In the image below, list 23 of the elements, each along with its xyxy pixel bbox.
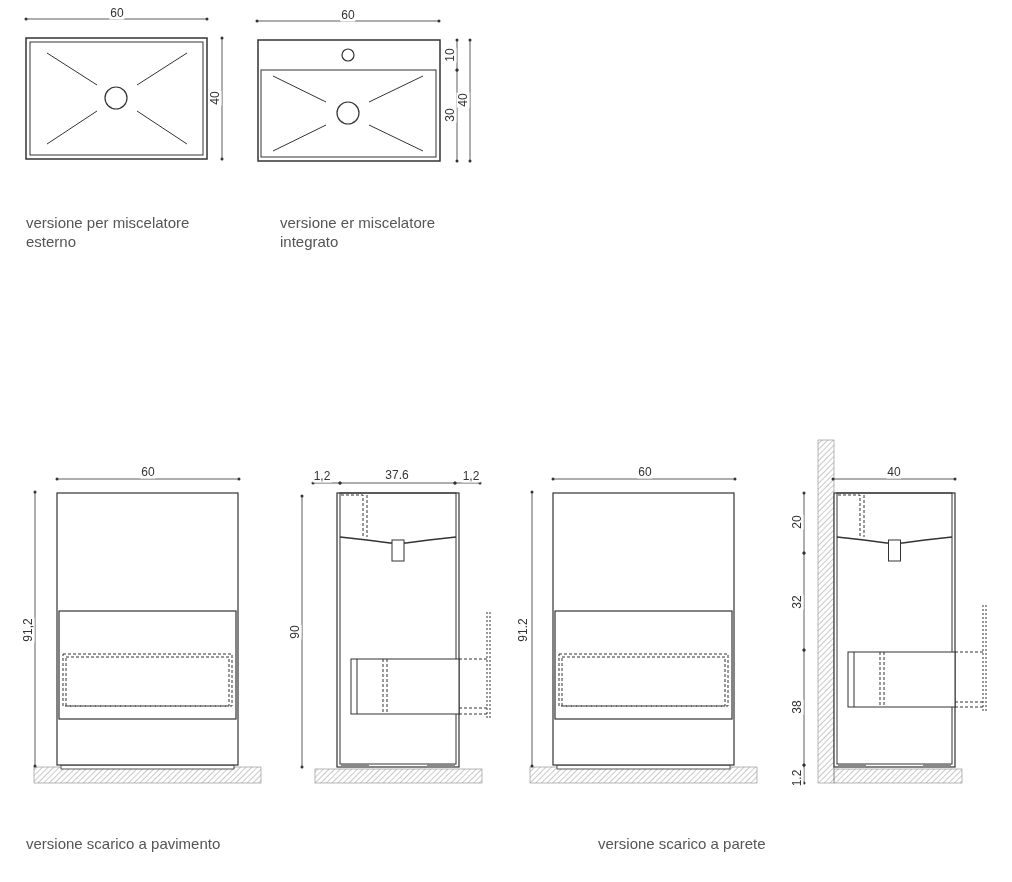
dimension-value: 91,2 — [21, 617, 35, 643]
dimension-value: 90 — [288, 624, 302, 640]
dimension-value: 91.2 — [516, 617, 530, 643]
dimension-value: 40 — [886, 465, 902, 479]
dimension-value: 37.6 — [384, 468, 410, 482]
dimension-value: 40 — [456, 92, 470, 108]
dimension-value: 10 — [443, 47, 457, 63]
dimension-value: 40 — [208, 90, 222, 106]
dimension-value: 60 — [109, 6, 125, 20]
caption: versione scarico a pavimento — [26, 834, 222, 853]
dimension-value: 1,2 — [461, 469, 481, 483]
dimension-value: 1,2 — [312, 469, 332, 483]
caption: versione er miscelatore integrato — [280, 213, 437, 251]
dimension-value: 60 — [340, 8, 356, 22]
dimension-value: 60 — [637, 465, 653, 479]
caption: versione per miscelatore esterno — [26, 213, 191, 251]
dimension-value: 1.2 — [790, 768, 804, 788]
dimension-value: 30 — [443, 107, 457, 123]
dimension-value: 20 — [790, 514, 804, 530]
dimension-value: 32 — [790, 594, 804, 610]
dimension-value: 60 — [140, 465, 156, 479]
caption: versione scarico a parete — [598, 834, 767, 853]
dimension-value: 38 — [790, 699, 804, 715]
